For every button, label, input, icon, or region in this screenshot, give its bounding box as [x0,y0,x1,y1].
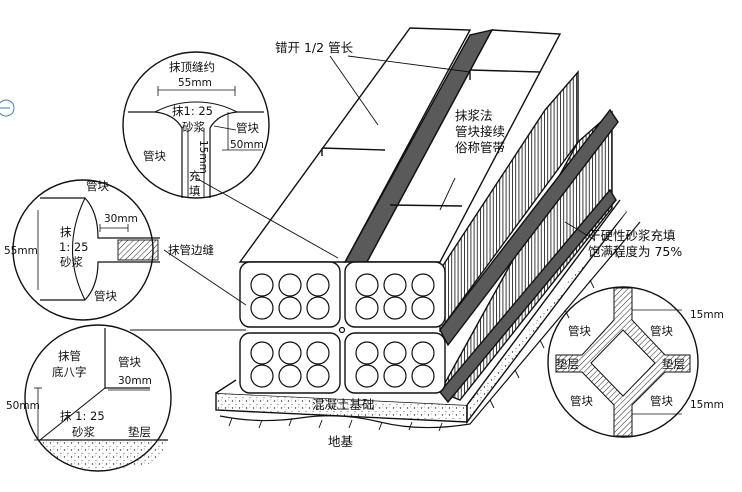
side-block-top: 管块 [86,179,109,193]
top-joint-title: 抹顶缝约 [169,60,215,74]
cross-block-br: 管块 [650,394,673,408]
block-top-faces [238,27,562,263]
cross-block-tl: 管块 [568,324,591,338]
detail-top-joint [122,51,270,199]
duct-holes [250,273,435,388]
leader-lines [130,55,596,331]
edge-marker-icon [0,99,15,117]
bottom-block: 管块 [118,355,141,369]
detail-bottom-chamfer [24,324,172,472]
top-joint-fill-b: 填 [189,184,201,198]
cross-block-tr: 管块 [650,324,673,338]
side-mortar-2: 1: 25 [59,240,88,254]
top-joint-block-right: 管块 [236,121,259,135]
bottom-dim-50: 50mm [6,400,40,412]
side-mortar-1: 抹 [60,225,72,239]
concrete-base-label: 混凝土基础 [312,397,375,412]
top-joint-mortar: 砂浆 [182,120,205,134]
side-dim-55: 55mm [4,245,38,257]
bottom-mortar-ratio: 抹 1: 25 [60,409,105,423]
bottom-cushion: 垫层 [128,425,151,439]
bottom-title-2: 底八字 [52,365,87,379]
plaster-method-1: 抹浆法 [455,108,493,123]
top-joint-dim: 55mm [178,77,212,89]
cross-cushion-r: 垫层 [662,357,685,371]
cross-dim-bottom: 15mm [690,399,724,411]
side-block-bottom: 管块 [94,289,117,303]
side-dim-30: 30mm [104,213,138,225]
plaster-method-2: 管块接续 [455,124,505,139]
detail-cross-fill [547,286,699,438]
detail-side-seam [12,179,160,321]
bottom-mortar: 砂浆 [72,425,95,439]
mortar-band [343,28,619,404]
upper-block-row [239,261,446,328]
top-joint-mortar-ratio: 抹1: 25 [172,104,213,118]
stagger-label: 错开 1/2 管长 [275,40,354,55]
bottom-title-1: 抹管 [58,349,81,363]
side-edge-seam: 抹管边缝 [168,243,214,257]
bottom-dim-30: 30mm [118,375,152,387]
cross-dim-top: 15mm [690,309,724,321]
side-mortar-3: 砂浆 [60,255,83,269]
dry-mortar-1: 干硬性砂浆充填 [588,228,676,243]
plaster-method-3: 俗称管带 [455,140,505,155]
ground-label: 地基 [328,434,354,449]
top-joint-block-left: 管块 [143,149,166,163]
duct-assembly [130,27,641,432]
cross-block-bl: 管块 [570,394,593,408]
top-joint-fill-a: 充 [189,169,201,183]
top-joint-15mm: 15mm [197,140,209,174]
cross-cushion-l: 垫层 [556,357,579,371]
dry-mortar-2: 饱满程度为 75% [588,244,682,259]
top-joint-dim-50: 50mm [230,139,264,151]
